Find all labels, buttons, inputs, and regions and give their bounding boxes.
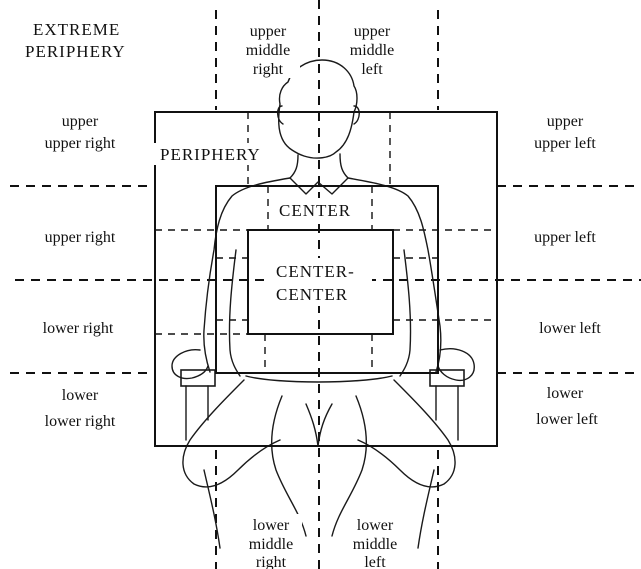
extreme-periphery-label-line2: PERIPHERY	[25, 42, 126, 61]
figure-shin-left	[204, 470, 220, 548]
upper-upper-right-label-line2: upper right	[45, 135, 116, 152]
lower-right-label: lower right	[43, 320, 114, 337]
upper-upper-left-label-line2: upper left	[534, 135, 596, 152]
lower-middle-left-label-line2: middle	[353, 536, 397, 553]
lower-left-label: lower left	[539, 320, 601, 337]
center-center-label-line1: CENTER-	[276, 262, 355, 281]
lower-middle-right-label-line3: right	[256, 554, 287, 569]
lower-lower-right-label-line1: lower	[62, 387, 99, 404]
upper-left-label: upper left	[534, 229, 596, 246]
upper-middle-left-label-line2: middle	[350, 42, 394, 59]
lower-middle-left-label-line1: lower	[357, 517, 394, 534]
lower-middle-left-label-line3: left	[364, 554, 386, 569]
extreme-periphery-label-line1: EXTREME	[33, 20, 120, 39]
lower-lower-left-label-line1: lower	[547, 385, 584, 402]
upper-right-label: upper right	[45, 229, 116, 246]
figure-arm-right-inner	[400, 250, 411, 376]
upper-middle-left-label-line3: left	[361, 61, 383, 78]
lower-middle-right-label-line1: lower	[253, 517, 290, 534]
upper-middle-left-label-line1: upper	[354, 23, 391, 40]
figure-arm-left-inner	[229, 250, 240, 376]
upper-middle-right-label-line1: upper	[250, 23, 287, 40]
zone-labels: EXTREME PERIPHERY PERIPHERY CENTER CENTE…	[25, 8, 601, 569]
lower-middle-right-label-line2: middle	[249, 536, 293, 553]
figure-leg-right	[358, 380, 455, 487]
figure-leg-left	[183, 380, 280, 487]
center-label: CENTER	[279, 201, 351, 220]
upper-upper-right-label-line1: upper	[62, 113, 99, 130]
center-center-label-line2: CENTER	[276, 285, 348, 304]
upper-middle-right-label-line2: middle	[246, 42, 290, 59]
figure-shin-right	[418, 470, 434, 548]
lower-lower-left-label-line2: lower left	[536, 411, 598, 428]
periphery-label: PERIPHERY	[160, 145, 261, 164]
upper-upper-left-label-line1: upper	[547, 113, 584, 130]
lower-lower-right-label-line2: lower right	[45, 413, 116, 430]
upper-middle-right-label-line3: right	[253, 61, 284, 78]
